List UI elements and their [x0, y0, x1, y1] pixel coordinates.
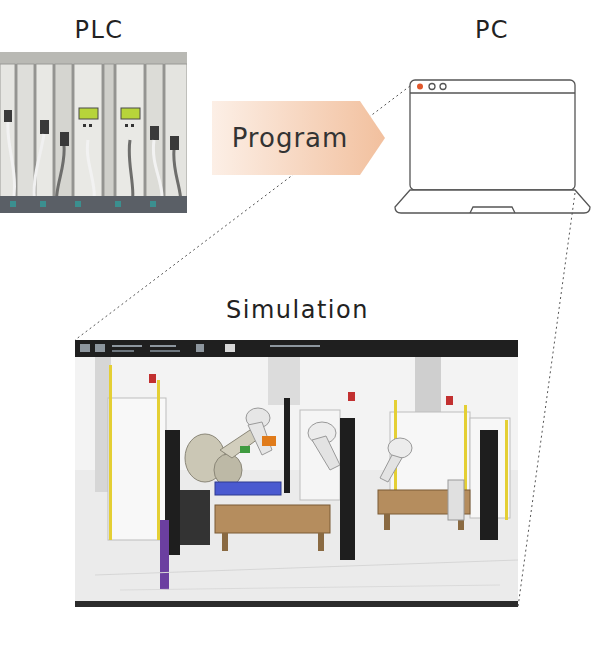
- drawing-part: [40, 120, 49, 134]
- block-arrow: [212, 101, 385, 175]
- drawing-part: [116, 64, 144, 198]
- drawing-part: [300, 410, 340, 500]
- drawing-part: [75, 201, 81, 207]
- pc-node: PC: [389, 12, 591, 215]
- drawing-part: [196, 344, 204, 352]
- drawing-part: [121, 108, 140, 119]
- drawing-part: [36, 64, 53, 198]
- drawing-part: [60, 132, 69, 146]
- drawing-part: [10, 201, 16, 207]
- drawing-part: [222, 533, 228, 551]
- simulation-node: Simulation: [66, 292, 529, 608]
- drawing-part: [4, 110, 12, 122]
- drawing-part: [75, 601, 518, 607]
- drawing-part: [395, 190, 590, 213]
- drawing-part: [284, 398, 290, 493]
- drawing-part: [268, 357, 300, 405]
- drawing-part: [150, 126, 159, 140]
- drawing-part: [505, 420, 508, 520]
- drawing-part: [318, 533, 324, 551]
- drawing-part: [160, 520, 169, 590]
- drawing-part: [410, 92, 575, 93]
- drawing-part: [149, 374, 156, 383]
- drawing-part: [83, 124, 86, 127]
- drawing-part: [214, 454, 242, 486]
- drawing-part: [0, 52, 187, 213]
- drawing-part: [109, 365, 112, 540]
- drawing-part: [262, 436, 276, 446]
- drawing-part: [95, 560, 518, 575]
- drawing-part: [417, 84, 423, 90]
- drawing-part: [348, 392, 355, 401]
- drawing-part: [446, 396, 453, 405]
- drawing-part: [120, 585, 500, 590]
- drawing-part: [176, 490, 210, 545]
- drawing-part: [75, 340, 518, 607]
- drawing-part: [131, 124, 134, 127]
- drawing-part: [0, 52, 187, 64]
- node-heading: PLC: [0, 12, 198, 48]
- drawing-part: [429, 84, 435, 90]
- drawing-part: [440, 84, 446, 90]
- drawing-part: [80, 344, 90, 352]
- plc-node: PLC: [0, 12, 198, 213]
- drawing-part: [104, 64, 114, 198]
- drawing-part: [74, 64, 102, 198]
- drawing-part: [125, 124, 128, 127]
- drawing-part: [112, 350, 134, 352]
- drawing-part: [480, 430, 498, 540]
- drawing-part: [0, 196, 187, 213]
- drawing-part: [89, 124, 92, 127]
- drawing-part: [115, 201, 121, 207]
- node-heading: PC: [389, 12, 591, 48]
- drawing-part: [40, 201, 46, 207]
- drawing-part: [170, 136, 179, 150]
- node-frame: [395, 80, 590, 213]
- drawing-part: [270, 345, 320, 347]
- node-heading: Simulation: [66, 292, 529, 328]
- drawing-part: [448, 480, 464, 520]
- drawing-part: [470, 207, 515, 213]
- arrow-label: Program: [232, 122, 349, 154]
- drawing-part: [112, 345, 142, 347]
- drawing-part: [240, 446, 250, 453]
- drawing-part: [150, 345, 176, 347]
- drawing-part: [157, 380, 160, 540]
- laptop-icon: [395, 80, 590, 213]
- drawing-part: [79, 108, 98, 119]
- drawing-part: [75, 340, 518, 357]
- drawing-part: [146, 64, 163, 198]
- plc-photo: [0, 52, 187, 213]
- drawing-part: [312, 436, 340, 470]
- drawing-part: [55, 64, 72, 198]
- node-frame: [4, 52, 191, 213]
- drawing-part: [380, 455, 402, 482]
- drawing-part: [17, 64, 34, 198]
- drawing-part: [215, 482, 281, 495]
- drawing-part: [215, 505, 330, 533]
- drawing-part: [150, 201, 156, 207]
- drawing-part: [340, 418, 355, 560]
- drawing-part: [225, 344, 235, 352]
- drawing-part: [150, 350, 180, 352]
- zoom-line: [75, 86, 575, 607]
- drawing-part: [410, 80, 575, 190]
- drawing-part: [95, 344, 105, 352]
- node-frame: [75, 340, 518, 607]
- simulation-screenshot: [75, 340, 518, 607]
- drawing-part: [384, 514, 390, 530]
